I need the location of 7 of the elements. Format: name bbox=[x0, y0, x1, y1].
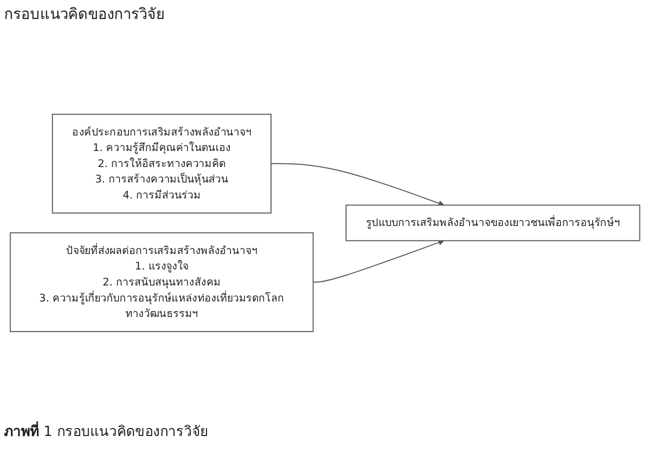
title: กรอบแนวคิดของการวิจัย bbox=[4, 4, 165, 25]
node-box: องค์ประกอบการเสริมสร้างพลังอำนาจฯ 1. ความรู้สึกมีคุณค่าในตนเอง 2. การให้อิสระทางความคิด 3. การสร้างความเป็นหุ้นส่วน 4. การมีส่วนร่วม bbox=[52, 113, 272, 214]
node-box: ปัจจัยที่ส่งผลต่อการเสริมสร้างพลังอำนาจฯ 1. แรงจูงใจ 2. การสนับสนุนทางสังคม 3. ความรู้เกี่ยวกับการอนุรักษ์แหล่งท่องเที่ยวมรดกโลกทางวัฒนธรรมฯ bbox=[10, 232, 314, 332]
node-box: รูปแบบการเสริมพลังอำนาจของเยาวชนเพื่อการอนุรักษ์ฯ bbox=[346, 204, 640, 241]
arrow bbox=[312, 239, 444, 282]
arrow bbox=[270, 162, 444, 206]
caption: ภาพที่ 1 กรอบแนวคิดของการวิจัย bbox=[4, 420, 208, 442]
